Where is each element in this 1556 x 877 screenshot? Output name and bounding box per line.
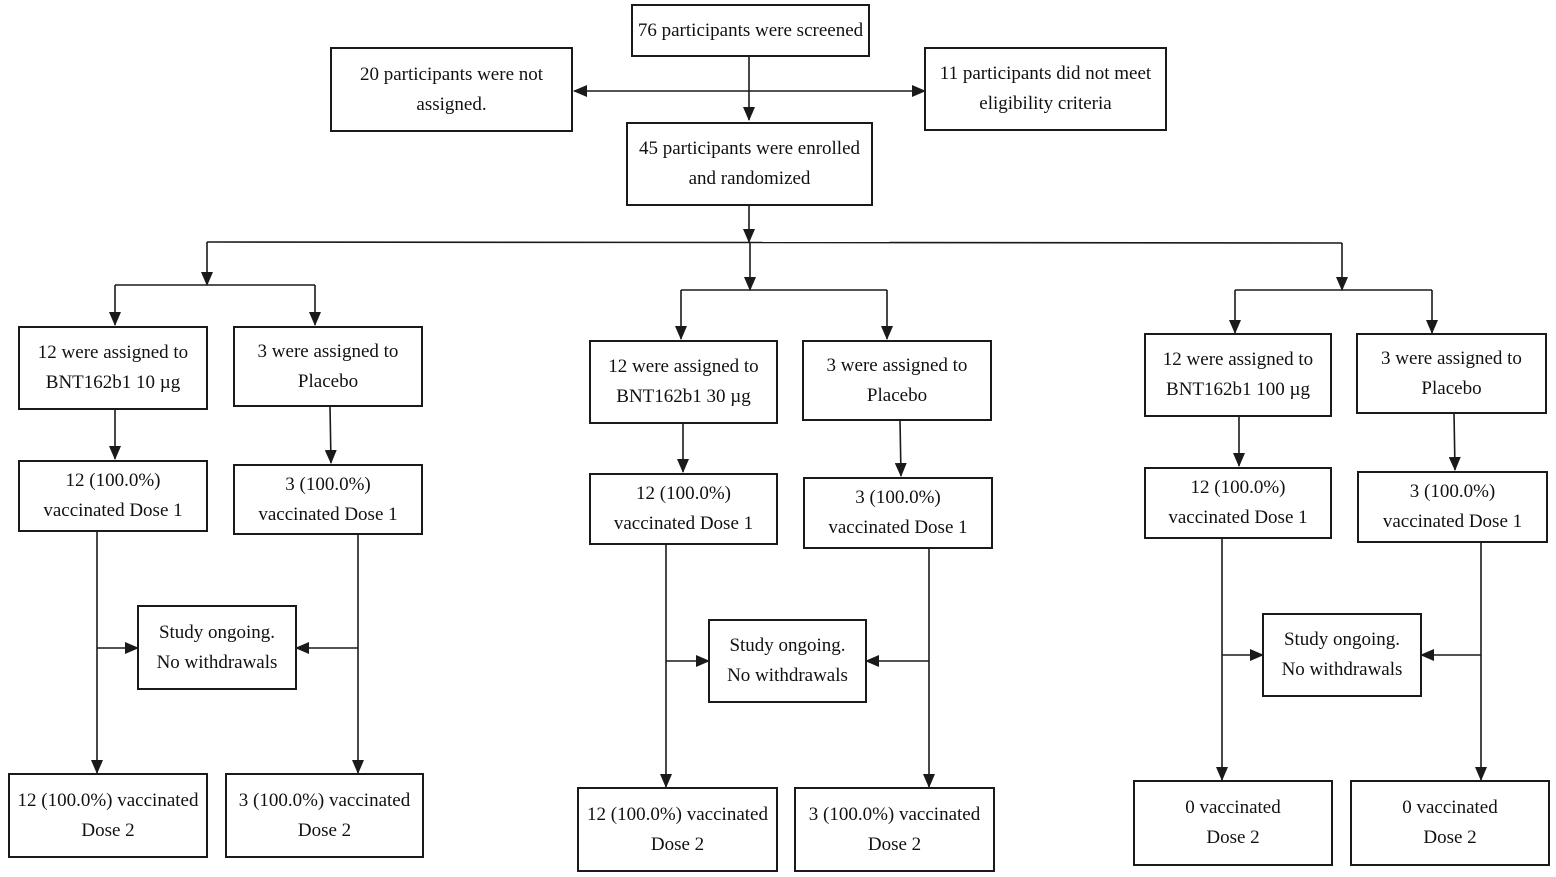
g10-vaccine-dose1-box: 12 (100.0%) vaccinated Dose 1	[18, 460, 208, 532]
box-line: eligibility criteria	[979, 93, 1112, 114]
g10-placebo-dose2-box: 3 (100.0%) vaccinated Dose 2	[225, 773, 424, 858]
box-line: vaccinated Dose 1	[828, 517, 968, 538]
enrolled-box: 45 participants were enrolled and random…	[626, 122, 873, 206]
box-line: BNT162b1 100 µg	[1166, 379, 1310, 400]
box-line: 3 were assigned to	[826, 354, 968, 376]
g10-status-box: Study ongoing. No withdrawals	[137, 605, 297, 690]
box-line: Dose 2	[650, 833, 705, 855]
g30-placebo-dose1-box: 3 (100.0%) vaccinated Dose 1	[803, 477, 993, 549]
box-line: vaccinated Dose 1	[1382, 511, 1523, 532]
box-line: 3 (100.0%)	[285, 473, 371, 495]
g100-vaccine-assigned-box: 12 were assigned to BNT162b1 100 µg	[1144, 333, 1332, 417]
box-line: Placebo	[297, 370, 359, 392]
box-line: 3 were assigned to	[1381, 347, 1522, 369]
box-line: 0 vaccinated	[1185, 797, 1281, 818]
box-line: No withdrawals	[156, 651, 278, 673]
box-line: Dose 2	[1206, 827, 1260, 848]
g30-status-box: Study ongoing. No withdrawals	[708, 619, 867, 703]
box-line: 3 were assigned to	[257, 340, 399, 362]
arrow-g10-placebo-dose1	[324, 405, 337, 464]
box-line: 12 (100.0%)	[65, 470, 161, 491]
box-line: Study ongoing.	[729, 635, 846, 656]
box-line: 3 (100.0%) vaccinated	[808, 803, 981, 825]
box-line: Placebo	[1421, 377, 1482, 399]
box-line: 3 (100.0%)	[1409, 481, 1496, 502]
box-line: 20 participants were not	[359, 63, 544, 85]
box-line: and randomized	[688, 168, 811, 189]
g10-vaccine-dose2-box: 12 (100.0%) vaccinated Dose 2	[8, 773, 208, 858]
box-line: Dose 2	[81, 819, 135, 841]
box-line: No withdrawals	[1281, 659, 1403, 680]
box-line: vaccinated Dose 1	[613, 513, 754, 534]
box-line: 12 were assigned to	[608, 356, 759, 377]
screened-box: 76 participants were screened	[631, 4, 870, 57]
arrow-g100-placebo-dose1	[1448, 412, 1461, 471]
box-line: assigned.	[416, 93, 487, 115]
g30-vaccine-dose2-box: 12 (100.0%) vaccinated Dose 2	[577, 787, 778, 872]
box-line: 3 (100.0%) vaccinated	[238, 789, 411, 811]
g100-placebo-dose2-box: 0 vaccinated Dose 2	[1350, 780, 1550, 866]
box-line: Study ongoing.	[1283, 629, 1401, 650]
box-line: vaccinated Dose 1	[43, 500, 183, 521]
box-line: Dose 2	[867, 833, 922, 855]
box-line: 76 participants were screened	[637, 19, 864, 41]
g100-placebo-dose1-box: 3 (100.0%) vaccinated Dose 1	[1357, 471, 1548, 543]
box-line: 12 (100.0%) vaccinated	[587, 803, 768, 825]
box-line: 12 were assigned to	[37, 342, 189, 363]
g100-vaccine-dose2-box: 0 vaccinated Dose 2	[1133, 780, 1333, 866]
g30-vaccine-assigned-box: 12 were assigned to BNT162b1 30 µg	[589, 340, 778, 424]
box-line: 0 vaccinated	[1402, 797, 1498, 818]
g30-placebo-dose2-box: 3 (100.0%) vaccinated Dose 2	[794, 787, 995, 872]
box-line: Dose 2	[1423, 827, 1477, 848]
randomization-bar	[206, 241, 1343, 244]
not-assigned-box: 20 participants were not assigned.	[330, 47, 573, 132]
box-line: 12 (100.0%)	[1190, 477, 1286, 498]
box-line: 11 participants did not meet	[939, 63, 1152, 84]
box-line: No withdrawals	[727, 665, 848, 686]
box-line: Dose 2	[297, 819, 352, 841]
g100-vaccine-dose1-box: 12 (100.0%) vaccinated Dose 1	[1144, 467, 1332, 539]
box-line: Placebo	[866, 384, 928, 406]
box-line: 3 (100.0%)	[855, 487, 941, 508]
g10-placebo-assigned-box: 3 were assigned to Placebo	[233, 326, 423, 407]
ineligible-box: 11 participants did not meet eligibility…	[924, 47, 1167, 131]
box-line: vaccinated Dose 1	[1168, 507, 1308, 528]
arrow-g30-placebo-dose1	[894, 419, 907, 477]
box-line: BNT162b1 10 µg	[45, 372, 181, 393]
box-line: 12 (100.0%) vaccinated	[17, 789, 199, 811]
g10-placebo-dose1-box: 3 (100.0%) vaccinated Dose 1	[233, 464, 423, 535]
box-line: 12 (100.0%)	[636, 483, 731, 504]
box-line: 12 were assigned to	[1162, 349, 1314, 370]
box-line: vaccinated Dose 1	[258, 503, 398, 525]
box-line: 45 participants were enrolled	[638, 138, 861, 159]
box-line: BNT162b1 30 µg	[616, 386, 751, 407]
box-line: Study ongoing.	[158, 621, 276, 643]
g100-status-box: Study ongoing. No withdrawals	[1262, 613, 1422, 697]
g30-placebo-assigned-box: 3 were assigned to Placebo	[802, 340, 992, 421]
g100-placebo-assigned-box: 3 were assigned to Placebo	[1356, 333, 1547, 414]
g10-vaccine-assigned-box: 12 were assigned to BNT162b1 10 µg	[18, 326, 208, 410]
g30-vaccine-dose1-box: 12 (100.0%) vaccinated Dose 1	[589, 473, 778, 545]
